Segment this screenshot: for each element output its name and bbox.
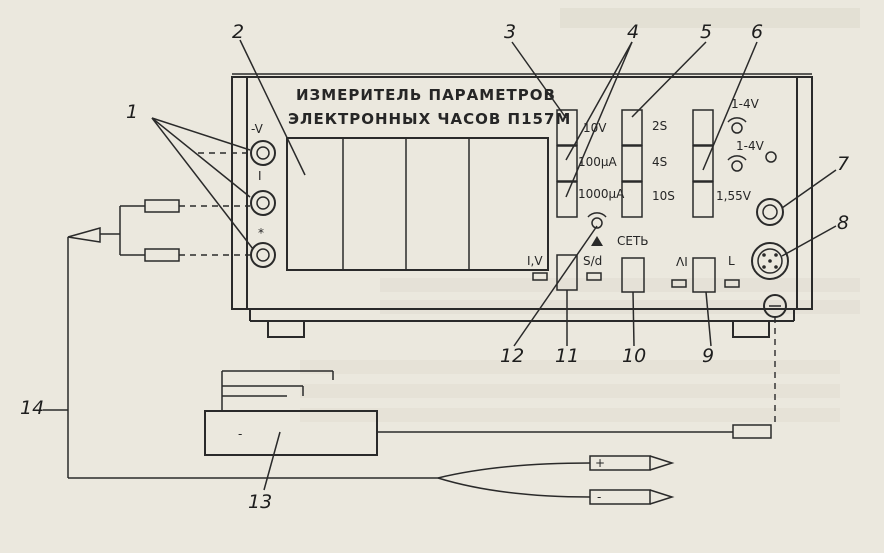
range-button-100ua[interactable] bbox=[556, 145, 578, 182]
callout-1: 1 bbox=[126, 101, 138, 123]
voltage-button-1-4v-b[interactable] bbox=[692, 145, 714, 182]
cable-plug bbox=[732, 424, 772, 439]
switch-label-l: L bbox=[728, 254, 735, 268]
voltage-label-1-55v: 1,55V bbox=[716, 189, 752, 203]
digital-display bbox=[286, 137, 549, 271]
range-button-group: 10V 100μA 1000μA bbox=[556, 109, 625, 218]
voltage-label-1-4v-b: 1-4V bbox=[736, 139, 765, 153]
instrument-housing bbox=[231, 73, 813, 338]
indicator-lamp-icon bbox=[765, 151, 777, 163]
input-terminals: -V I * bbox=[250, 122, 276, 268]
callout-8: 8 bbox=[837, 212, 849, 234]
connector-7[interactable] bbox=[756, 198, 784, 226]
probe-plus-sign: + bbox=[595, 456, 605, 470]
mode-switch[interactable] bbox=[692, 257, 716, 293]
panel-title-line2: ЭЛЕКТРОННЫХ ЧАСОВ П157М bbox=[288, 110, 571, 128]
terminal-i[interactable] bbox=[250, 190, 276, 216]
voltage-button-group: 1-4V 1-4V 1,55V bbox=[692, 97, 765, 218]
time-button-4s[interactable] bbox=[621, 145, 643, 182]
callout-9: 9 bbox=[702, 345, 714, 367]
callout-14: 14 bbox=[20, 397, 44, 419]
box-minus-sign: - bbox=[238, 427, 242, 441]
callout-3: 3 bbox=[504, 21, 516, 43]
terminal-label-i: I bbox=[258, 169, 262, 183]
time-label-2s: 2S bbox=[652, 119, 667, 133]
time-button-10s[interactable] bbox=[621, 181, 643, 218]
voltage-button-1-55v[interactable] bbox=[692, 181, 714, 218]
multipin-socket[interactable] bbox=[751, 242, 789, 280]
voltage-label-1-4v-a: 1-4V bbox=[731, 97, 760, 111]
switch-row: I,V S/d СЕТЬ ΛI L bbox=[527, 234, 740, 293]
callout-5: 5 bbox=[700, 21, 712, 43]
terminal-label-star: * bbox=[258, 226, 264, 240]
time-button-group: 2S 4S 10S bbox=[621, 109, 675, 218]
right-foot bbox=[732, 320, 770, 338]
switch-iv-indicator bbox=[532, 272, 548, 281]
switch-label-iv: I,V bbox=[527, 254, 543, 268]
left-foot bbox=[267, 320, 305, 338]
callout-4: 4 bbox=[627, 21, 639, 43]
callout-11: 11 bbox=[555, 345, 579, 367]
switch-label-lambda-i: ΛI bbox=[676, 255, 688, 269]
callout-numbers: 1 2 3 4 5 6 7 8 9 10 11 12 13 14 bbox=[20, 21, 849, 513]
switch-lambda-indicator bbox=[671, 279, 687, 288]
terminal-star[interactable] bbox=[250, 242, 276, 268]
trim-knob-upper[interactable] bbox=[727, 117, 747, 134]
trim-knob-lower[interactable] bbox=[727, 155, 747, 172]
voltage-button-1-4v-a[interactable] bbox=[692, 109, 714, 146]
probe-tip-icon bbox=[67, 227, 101, 243]
switch-label-sd: S/d bbox=[583, 254, 602, 268]
callout-2: 2 bbox=[232, 21, 244, 43]
terminal-label-minus-v: -V bbox=[251, 122, 264, 136]
time-label-10s: 10S bbox=[652, 189, 675, 203]
range-label-100ua: 100μA bbox=[578, 155, 618, 169]
switch-l-indicator bbox=[724, 279, 740, 288]
terminal-minus-v[interactable] bbox=[250, 140, 276, 166]
clock-module-box: - bbox=[204, 317, 776, 456]
time-button-2s[interactable] bbox=[621, 109, 643, 146]
range-button-1000ua[interactable] bbox=[556, 181, 578, 218]
probe-wiring bbox=[67, 152, 438, 479]
leader-lines bbox=[43, 39, 837, 491]
switch-label-network: СЕТЬ bbox=[617, 234, 649, 248]
resistor-upper bbox=[144, 199, 180, 213]
callout-7: 7 bbox=[837, 153, 849, 175]
callout-12: 12 bbox=[500, 345, 524, 367]
show-through-text bbox=[300, 8, 860, 422]
panel-title-line1: ИЗМЕРИТЕЛЬ ПАРАМЕТРОВ bbox=[296, 86, 556, 104]
switch-sd-indicator bbox=[586, 272, 602, 281]
time-label-4s: 4S bbox=[652, 155, 667, 169]
adjust-knob[interactable] bbox=[587, 212, 607, 246]
test-probes: + - bbox=[437, 455, 675, 505]
callout-6: 6 bbox=[751, 21, 763, 43]
probe-minus-sign: - bbox=[597, 490, 601, 504]
callout-10: 10 bbox=[622, 345, 646, 367]
probe-minus bbox=[589, 489, 651, 505]
range-label-1000ua: 1000μA bbox=[578, 187, 625, 201]
probe-plus bbox=[589, 455, 651, 471]
callout-13: 13 bbox=[248, 491, 272, 513]
resistor-lower bbox=[144, 248, 180, 262]
range-button-10v[interactable] bbox=[556, 109, 578, 146]
